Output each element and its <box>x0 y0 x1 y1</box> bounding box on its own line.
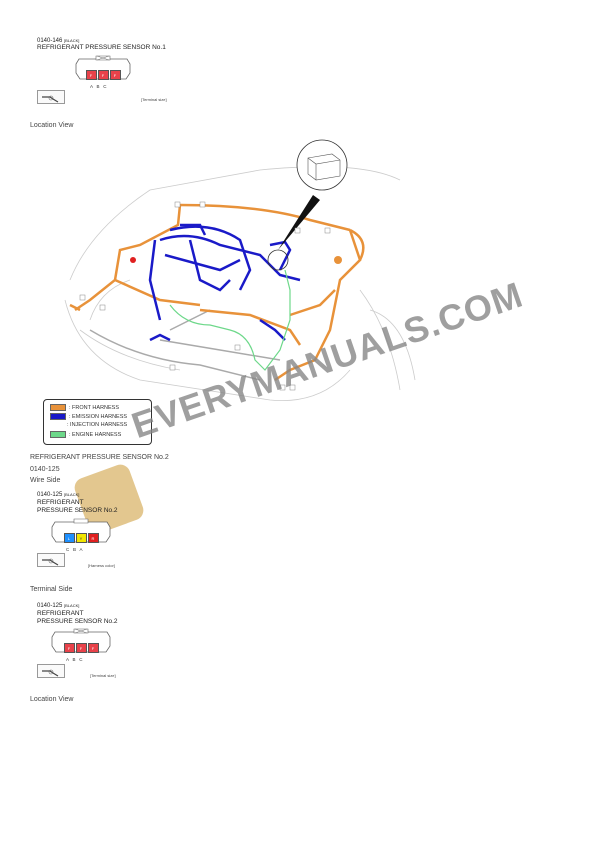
pin-a: F <box>63 643 75 653</box>
pin-b: F <box>75 643 87 653</box>
connector-title-line1: REFRIGERANT <box>37 610 84 617</box>
color-tag: [BLACK] <box>64 38 80 43</box>
engine-harness-swatch <box>50 431 66 438</box>
color-tag: [BLACK] <box>64 603 80 608</box>
pin-b: F <box>97 70 109 80</box>
connector-title-line1: REFRIGERANT <box>37 499 84 506</box>
harness-legend: : FRONT HARNESS : EMISSION HARNESS : INJ… <box>43 399 152 445</box>
section-heading: REFRIGERANT PRESSURE SENSOR No.2 <box>30 454 169 461</box>
probe-tool-icon <box>37 553 65 567</box>
connector-code: 0140-125 [BLACK] <box>37 492 79 498</box>
emission-harness-swatch <box>50 413 66 420</box>
pin-c-blue: L <box>63 533 75 543</box>
wire-side-label: Wire Side <box>30 477 61 484</box>
probe-tool-icon <box>37 90 65 104</box>
terminal-size-note: [Terminal size] <box>141 97 167 102</box>
connector-code: 0140-125 [BLACK] <box>37 603 79 609</box>
pin-b-yellow: Y <box>75 533 87 543</box>
legend-item-front: : FRONT HARNESS <box>50 404 119 411</box>
legend-item-emission: : EMISSION HARNESS <box>50 413 127 420</box>
harness-color-note: [Harness color] <box>88 563 115 568</box>
pin-a: F <box>85 70 97 80</box>
connector-code: 0140-146 [BLACK] <box>37 38 79 44</box>
legend-item-engine: : ENGINE HARNESS <box>50 431 121 438</box>
legend-label: : FRONT HARNESS <box>69 404 120 411</box>
pin-c: F <box>87 643 99 653</box>
legend-label: : EMISSION HARNESS <box>69 413 128 420</box>
location-view-label: Location View <box>30 122 74 129</box>
connector-number: 0140-125 <box>30 466 60 473</box>
front-harness-swatch <box>50 404 66 411</box>
terminal-size-note: [Terminal size] <box>90 673 116 678</box>
pin-a-red: R <box>87 533 99 543</box>
connector-title-line2: PRESSURE SENSOR No.2 <box>37 507 118 514</box>
location-view-label: Location View <box>30 696 74 703</box>
legend-label: : INJECTION HARNESS <box>67 422 128 428</box>
probe-tool-icon <box>37 664 65 678</box>
code-text: 0140-125 <box>37 492 63 498</box>
legend-item-injection: : INJECTION HARNESS <box>67 422 127 428</box>
location-view-diagram <box>60 130 420 420</box>
code-text: 0140-146 <box>37 38 63 44</box>
color-tag: [BLACK] <box>64 492 80 497</box>
connector-title: REFRIGERANT PRESSURE SENSOR No.1 <box>37 44 166 51</box>
pin-letters: A B C <box>66 657 83 662</box>
code-text: 0140-125 <box>37 603 63 609</box>
legend-label: : ENGINE HARNESS <box>69 431 122 438</box>
connector-title-line2: PRESSURE SENSOR No.2 <box>37 618 118 625</box>
pin-letters: C B A <box>66 547 83 552</box>
pin-c: F <box>109 70 121 80</box>
pin-letters: A B C <box>90 84 107 89</box>
terminal-side-label: Terminal Side <box>30 586 73 593</box>
